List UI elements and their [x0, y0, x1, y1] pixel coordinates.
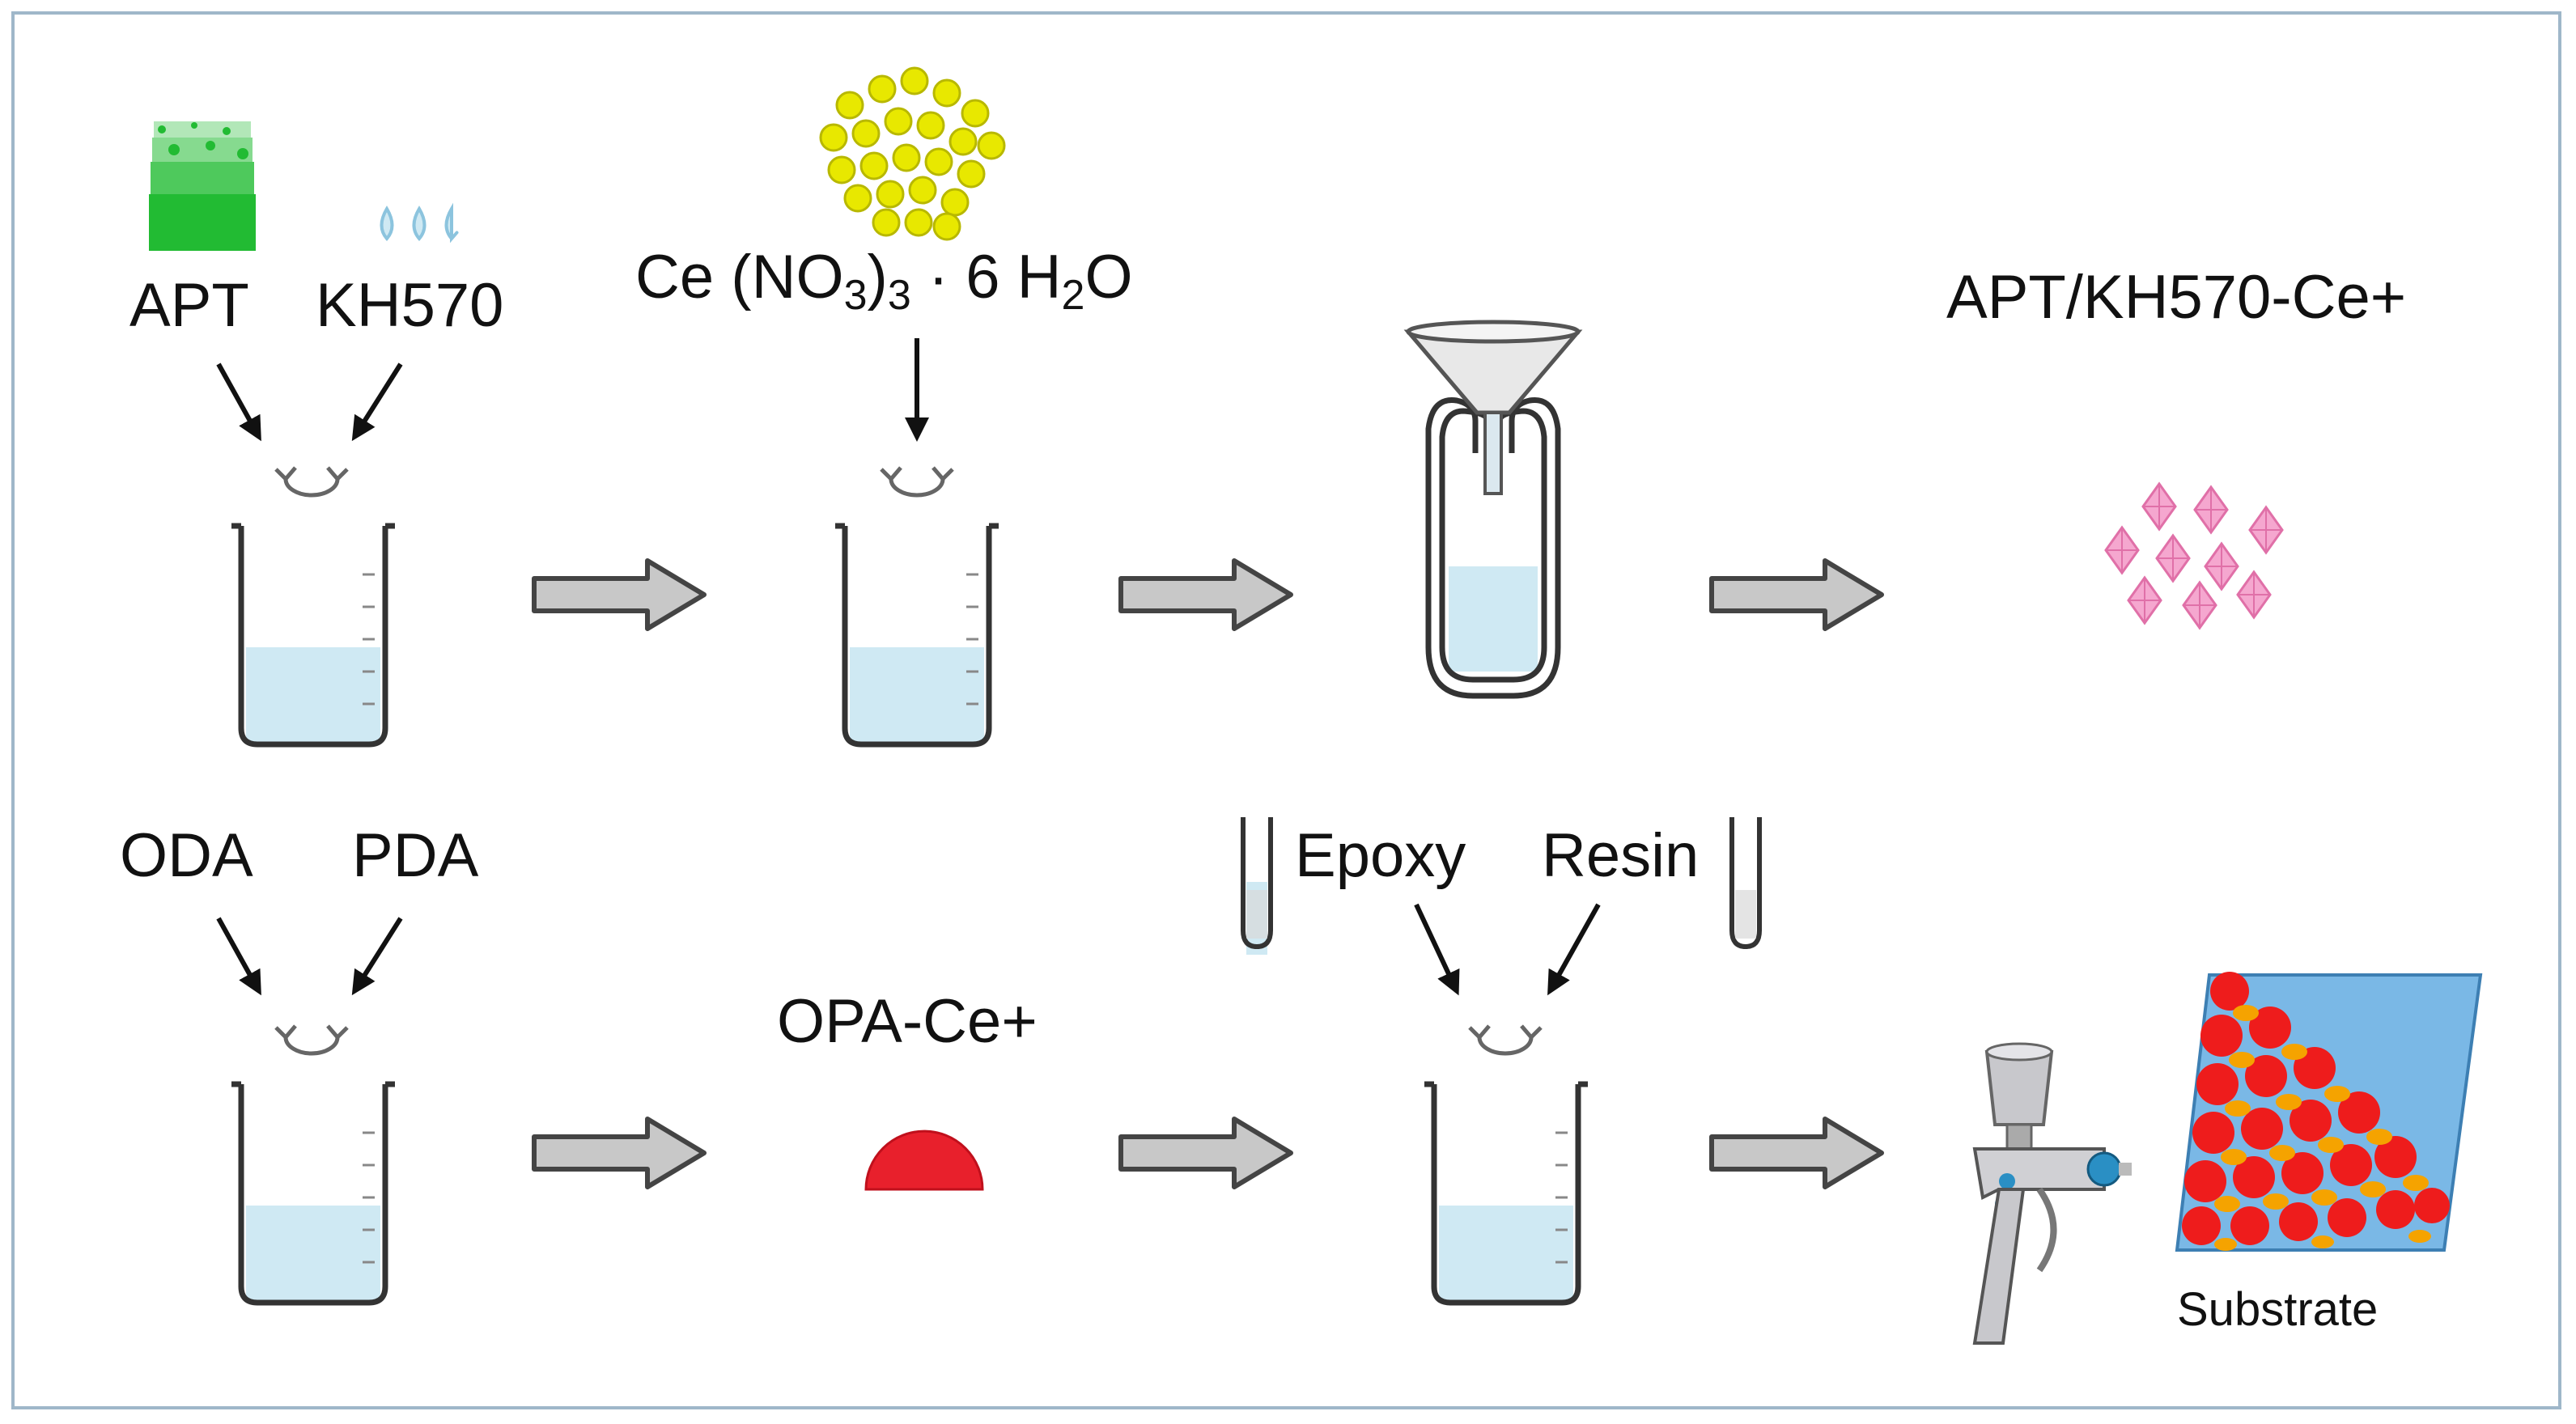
stir-icon	[881, 468, 953, 495]
opa-ce-product-icon	[864, 1129, 984, 1191]
apt-kh570-ce-crystals-icon	[2104, 482, 2284, 629]
beaker-icon	[835, 526, 999, 744]
oda-input-arrow	[216, 917, 261, 996]
apt-input-arrow	[216, 362, 261, 442]
filtration-flask-icon	[1403, 320, 1583, 699]
beaker-icon	[231, 1084, 395, 1303]
pda-input-arrow	[351, 917, 403, 996]
resin-input-arrow	[1547, 903, 1601, 996]
product-label: APT/KH570-Ce+	[1946, 263, 2407, 332]
stir-icon	[276, 1026, 347, 1053]
kh570-label: KH570	[316, 271, 504, 340]
resin-test-tube-icon	[1729, 817, 1762, 950]
kh570-drops-icon	[380, 202, 459, 244]
coating-particles	[2182, 972, 2450, 1251]
process-arrow	[1712, 1119, 1882, 1187]
spray-gun-icon	[1972, 1042, 2132, 1345]
cerium-nitrate-particles-icon	[819, 66, 1006, 241]
process-arrow	[1712, 561, 1882, 629]
coated-substrate-icon	[2175, 972, 2483, 1252]
process-arrow	[534, 561, 704, 629]
process-arrow	[534, 1119, 704, 1187]
cerium-nitrate-label: Ce (NO3)3 · 6 H2O	[635, 243, 1133, 319]
beaker-icon	[1424, 1084, 1588, 1303]
epoxy-label: Epoxy	[1295, 821, 1466, 890]
pda-label: PDA	[352, 821, 479, 890]
kh570-input-arrow	[351, 362, 403, 442]
substrate-label: Substrate	[2177, 1283, 2379, 1336]
apt-powder-icon	[149, 121, 256, 251]
process-arrow	[1121, 561, 1291, 629]
stir-icon	[276, 468, 347, 495]
opa-ce-label: OPA-Ce+	[777, 987, 1038, 1056]
process-arrow	[1121, 1119, 1291, 1187]
resin-label: Resin	[1542, 821, 1700, 890]
diagram-frame	[11, 11, 2561, 1409]
epoxy-test-tube-icon	[1241, 817, 1273, 955]
stir-icon	[1470, 1026, 1541, 1053]
oda-label: ODA	[120, 821, 253, 890]
epoxy-input-arrow	[1414, 903, 1460, 996]
apt-label: APT	[129, 271, 249, 340]
beaker-icon	[231, 526, 395, 744]
